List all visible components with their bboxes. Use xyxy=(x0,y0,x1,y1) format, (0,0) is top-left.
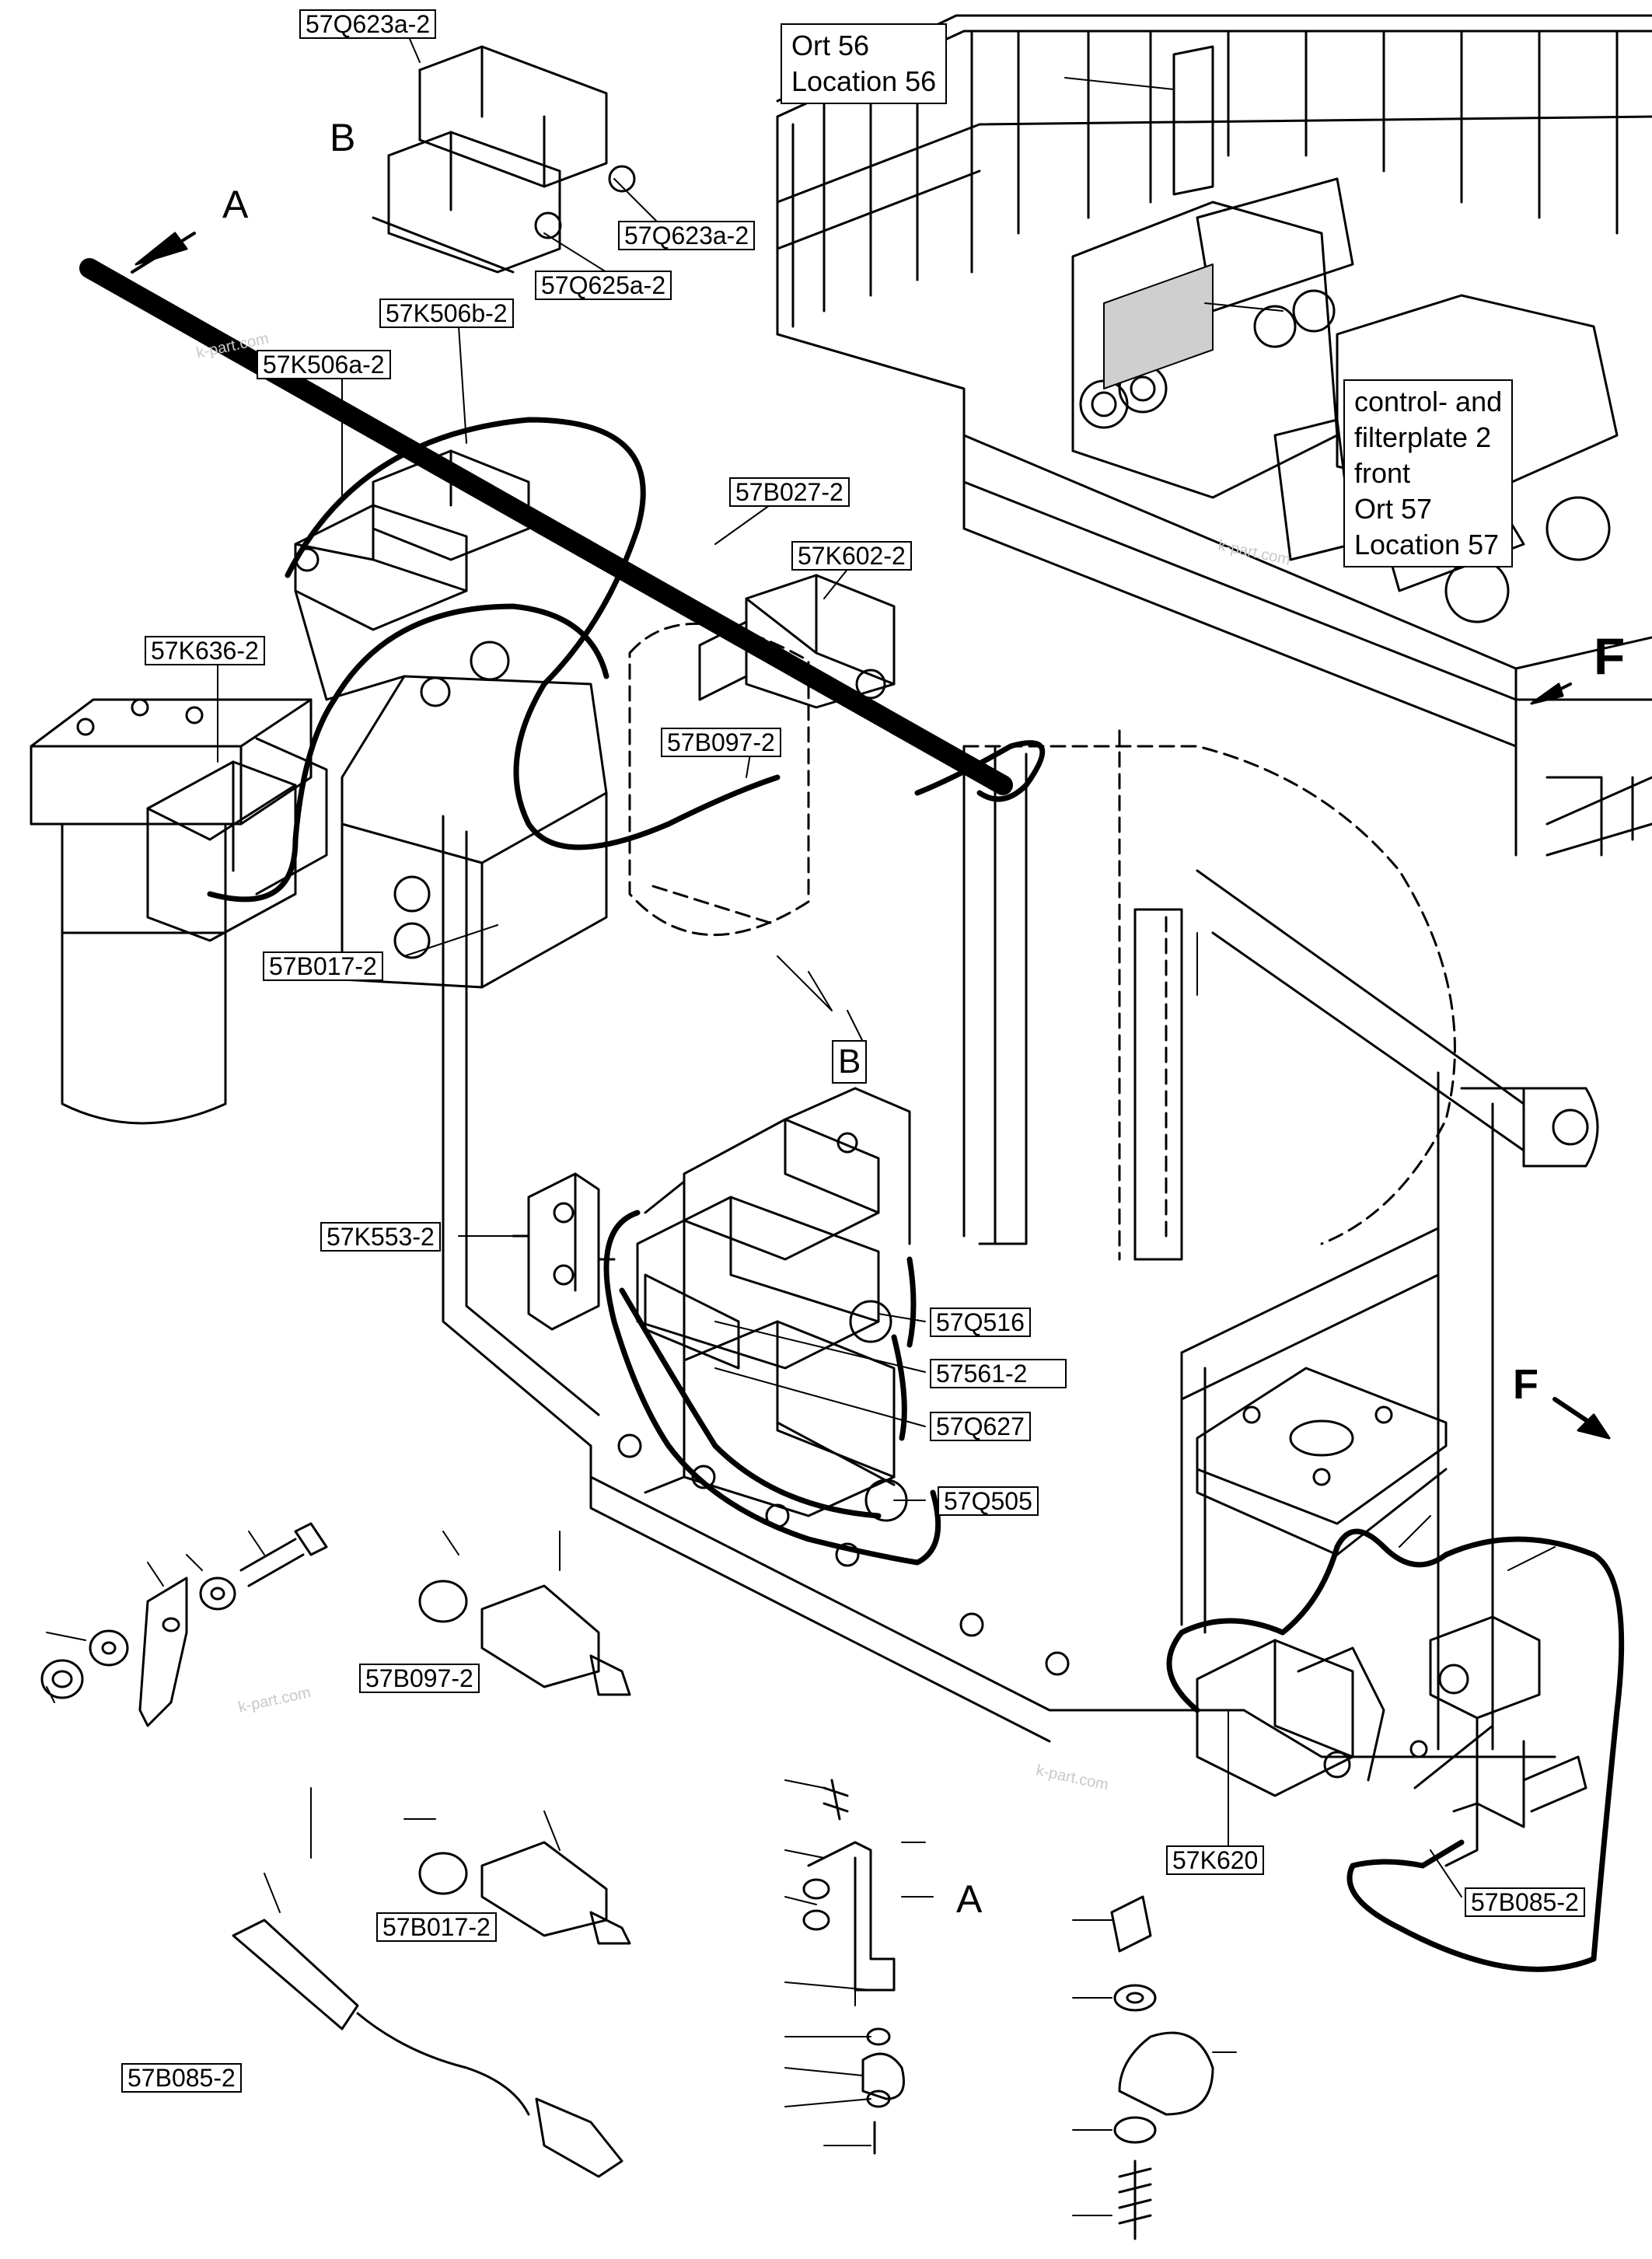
view-marker-f-right: F xyxy=(1594,627,1626,685)
cylinder-dashed xyxy=(628,622,1456,1261)
arrow-a-top xyxy=(131,232,196,274)
note-location-57-line5: Location 57 xyxy=(1354,529,1500,560)
label-57b085-right: 57B085-2 xyxy=(1465,1887,1585,1917)
label-57b017-bottom: 57B017-2 xyxy=(376,1912,497,1942)
valve-stack-lower xyxy=(636,1087,911,1522)
view-marker-b-mid: B xyxy=(832,1040,868,1084)
fitting-block-k553 xyxy=(512,1172,616,1331)
valve-manifold-center xyxy=(294,449,608,989)
view-marker-a-bottom: A xyxy=(956,1877,983,1921)
view-marker-f-lower: F xyxy=(1513,1361,1538,1408)
label-57k506a: 57K506a-2 xyxy=(257,350,391,379)
label-57k636: 57K636-2 xyxy=(145,636,265,665)
tee-fitting-right xyxy=(1409,1615,1587,1867)
valve-group-b-top xyxy=(372,45,636,274)
arrow-f-lower xyxy=(1552,1397,1611,1440)
note-location-56: Ort 56 Location 56 xyxy=(781,23,948,104)
note-location-57-line4: Ort 57 xyxy=(1354,493,1433,525)
label-57q516: 57Q516 xyxy=(930,1308,1031,1337)
label-57q627: 57Q627 xyxy=(930,1412,1031,1441)
label-57q623a-mid: 57Q623a-2 xyxy=(618,221,756,250)
clamp-assembly-a xyxy=(802,1779,905,2155)
label-57q623a-top: 57Q623a-2 xyxy=(299,9,437,39)
label-57q505: 57Q505 xyxy=(938,1486,1039,1516)
note-location-57: control- and filterplate 2 front Ort 57 … xyxy=(1343,379,1514,567)
hoses xyxy=(207,417,1625,1972)
label-57q625a: 57Q625a-2 xyxy=(535,271,672,300)
mounting-plate-right xyxy=(1196,1367,1448,1556)
label-57561: 57561-2 xyxy=(930,1359,1067,1388)
solenoid-valve-k602 xyxy=(698,574,896,709)
clamp-assembly-right xyxy=(1110,1895,1214,2240)
sensor-b097-exploded xyxy=(418,1580,631,1696)
note-location-57-line1: control- and xyxy=(1354,386,1503,417)
sensor-b017-exploded xyxy=(418,1841,631,1945)
label-57k602: 57K602-2 xyxy=(791,541,912,571)
label-57b027: 57B027-2 xyxy=(729,477,850,507)
arrow-f-right xyxy=(1530,683,1572,705)
tie-rod xyxy=(79,258,1013,795)
solenoid-valve-k620 xyxy=(1196,1639,1385,1797)
filter-unit-left xyxy=(30,698,328,1125)
note-location-57-line2: filterplate 2 xyxy=(1354,421,1492,453)
label-57k620: 57K620 xyxy=(1166,1845,1265,1875)
label-57k506b: 57K506b-2 xyxy=(379,299,514,328)
view-marker-a-top: A xyxy=(222,183,249,226)
view-marker-b-top: B xyxy=(330,116,356,159)
note-location-57-line3: front xyxy=(1354,457,1411,489)
label-57b097-bottom: 57B097-2 xyxy=(359,1664,480,1693)
note-location-56-line1: Ort 56 xyxy=(791,30,870,61)
label-57k553: 57K553-2 xyxy=(320,1222,441,1252)
label-57b097-top: 57B097-2 xyxy=(661,728,781,757)
arrow-b-mid xyxy=(847,1010,864,1042)
fastener-set-left xyxy=(40,1522,328,1727)
leader-lines xyxy=(46,26,1556,2216)
label-57b017-top: 57B017-2 xyxy=(263,951,383,981)
sensor-b085-exploded xyxy=(232,1919,623,2178)
label-57b085-bottom: 57B085-2 xyxy=(121,2063,242,2093)
cylinder-body xyxy=(962,745,1599,1261)
note-location-56-line2: Location 56 xyxy=(791,65,937,97)
